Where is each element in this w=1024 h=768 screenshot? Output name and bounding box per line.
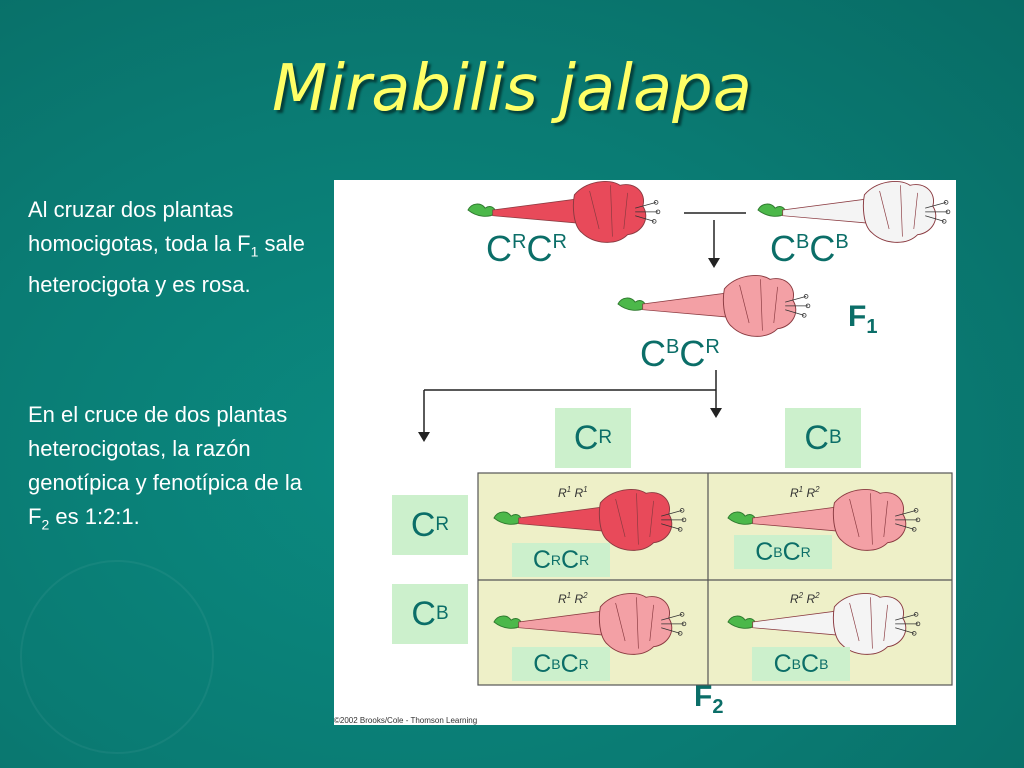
cell-4-allele-label: R2 R2 [790,591,820,606]
explanation-paragraph-2: En el cruce de dos plantas heterocigotas… [28,402,302,533]
flower-cell-3 [493,592,687,655]
flower-cell-2 [727,488,921,551]
cell-3-allele-label: R1 R2 [558,591,588,606]
f1-genotype: CBCR [640,333,720,374]
f2-label: F2 [694,680,724,718]
flower-parent-white [757,180,951,243]
f1-arrow-head-left [418,432,430,442]
parent-left-genotype: CRCR [486,228,567,269]
flower-f1-pink [617,274,811,337]
f1-label: F1 [848,300,878,338]
parent-right-genotype: CBCB [770,228,849,269]
f1-arrow-head-right [710,408,722,418]
cell-1-allele-label: R1 R1 [558,485,588,500]
explanation-paragraph-1: Al cruzar dos plantas homocigotas, toda … [28,197,305,298]
cross-arrow-head [708,258,720,268]
cell-2-allele-label: R1 R2 [790,485,820,500]
background-watermark [20,560,214,754]
flower-parent-red [467,180,661,243]
image-credit: ©2002 Brooks/Cole - Thomson Learning [334,716,478,725]
flower-cell-4 [727,592,921,655]
slide-title: Mirabilis jalapa [271,52,753,126]
flower-cell-1 [493,488,687,551]
